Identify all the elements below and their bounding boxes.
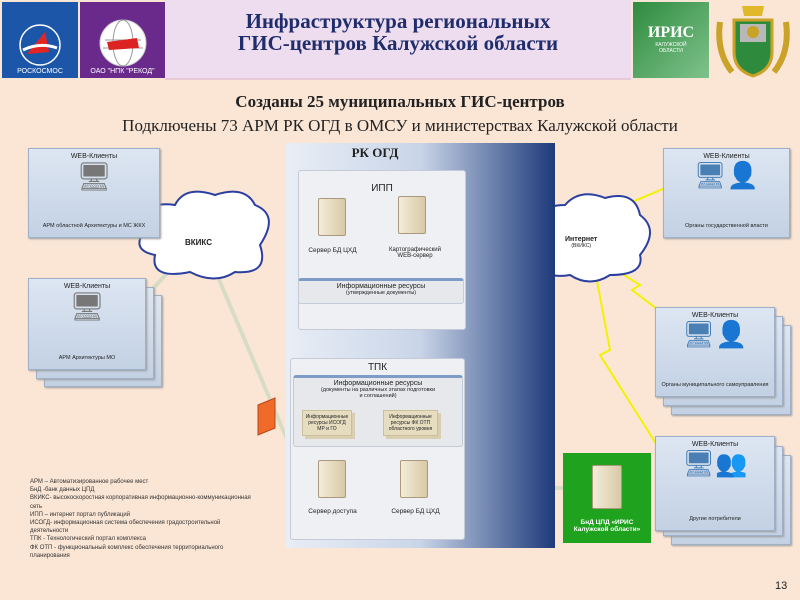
internet-sub: (ВКИКС) bbox=[571, 243, 591, 249]
client-state-authorities: WEB-Клиенты 🖥👤 Органы государственной вл… bbox=[663, 148, 790, 238]
client-title: WEB-Клиенты bbox=[70, 153, 118, 160]
legend: АРМ – Автоматизированное рабочее мест Бн… bbox=[30, 478, 260, 560]
legend-item: БнД -банк данных ЦПД bbox=[30, 487, 95, 494]
client-label: АРМ Архитектуры МО bbox=[58, 355, 116, 361]
db-server-icon bbox=[318, 198, 346, 236]
tpk-db-server-label: Сервер БД ЦХД bbox=[391, 508, 440, 515]
legend-item: ФК ОТП - функциональный комплекс обеспеч… bbox=[30, 544, 224, 559]
client-title: WEB-Клиенты bbox=[63, 283, 111, 290]
bnd-iris-box: БнД ЦПД «ИРИС Калужской области» bbox=[563, 453, 651, 543]
client-title: WEB-Клиенты bbox=[691, 312, 739, 319]
ipp-title: ИПП bbox=[371, 183, 393, 194]
legend-item: ТПК - Технологический портал комплекса bbox=[30, 536, 147, 543]
client-title: WEB-Клиенты bbox=[703, 153, 750, 160]
iris-logo: ИРИС КАЛУЖСКОЙ ОБЛАСТИ bbox=[633, 2, 709, 78]
client-label: Органы муниципального самоуправления bbox=[661, 382, 769, 388]
title-line-1: Инфраструктура региональных bbox=[245, 9, 551, 33]
web-server-icon bbox=[398, 196, 426, 234]
legend-item: АРМ – Автоматизированное рабочее мест bbox=[30, 479, 149, 485]
computer-user-icon: 🖥👤 bbox=[693, 160, 760, 190]
client-municipal-architecture: WEB-Клиенты 🖥 АРМ Архитектуры МО bbox=[28, 278, 146, 370]
subtitle-arm-connected: Подключены 73 АРМ РК ОГД в ОМСУ и минист… bbox=[122, 116, 678, 135]
fk-otp-resources: Информационные ресурсы ФК ОТП областного… bbox=[383, 410, 438, 436]
rekod-logo: ОАО "НПК "РЕКОД" bbox=[80, 2, 165, 78]
computer-icon: 🖥 bbox=[69, 291, 105, 322]
client-label: Другие потребители bbox=[689, 516, 741, 522]
title-band bbox=[165, 0, 631, 80]
bnd-server-icon bbox=[592, 465, 622, 509]
ipp-resources-title: Информационные ресурсы bbox=[336, 283, 426, 290]
client-other-consumers: WEB-Клиенты 🖥👥 Другие потребители bbox=[655, 436, 775, 531]
access-server-icon bbox=[318, 460, 346, 498]
iris-logo-sub: КАЛУЖСКОЙ ОБЛАСТИ bbox=[655, 42, 687, 54]
internet-title: Интернет bbox=[565, 236, 598, 243]
client-label: Органы государственной власти bbox=[685, 223, 768, 229]
page-number: 13 bbox=[775, 580, 788, 592]
client-municipal-government: WEB-Клиенты 🖥👤 Органы муниципального сам… bbox=[655, 307, 775, 397]
rk-ogd-title: РК ОГД bbox=[351, 145, 399, 160]
lightning-link bbox=[594, 269, 661, 451]
legend-item: ВКИКС- высокоскоростная корпоративная ин… bbox=[30, 495, 251, 510]
client-title: WEB-Клиенты bbox=[691, 441, 739, 448]
roscosmos-logo: РОСКОСМОС bbox=[2, 2, 78, 78]
roscosmos-emblem-icon bbox=[19, 24, 61, 66]
legend-item: ИПП – интернет портал публикаций bbox=[30, 511, 131, 518]
iris-logo-text: ИРИС bbox=[647, 24, 695, 41]
vkiks-label: ВКИКС bbox=[185, 238, 212, 247]
computer-users-icon: 🖥👥 bbox=[682, 448, 748, 478]
access-server-label: Сервер доступа bbox=[308, 508, 357, 515]
ipp-server-db-label: Сервер БД ЦХД bbox=[308, 247, 357, 254]
ipp-web-server-label: Картографический WEB-сервер bbox=[389, 247, 441, 259]
bnd-label: БнД ЦПД «ИРИС Калужской области» bbox=[573, 519, 641, 533]
isogd-resources: Информационные ресурсы ИСОГД МР и ГО bbox=[302, 410, 352, 436]
client-regional-architecture: WEB-Клиенты 🖥 АРМ областной Архитектуры … bbox=[28, 148, 160, 238]
title-line-2: ГИС-центров Калужской области bbox=[237, 31, 559, 55]
legend-item: ИСОГД- информационная система обеспечени… bbox=[30, 520, 221, 535]
page-title: Инфраструктура региональных ГИС-центров … bbox=[165, 10, 631, 54]
computer-icon: 🖥 bbox=[76, 161, 112, 192]
coat-of-arms-icon bbox=[712, 2, 794, 80]
ipp-resources: Информационные ресурсы (утвержденные док… bbox=[298, 278, 464, 304]
client-label: АРМ областной Архитектуры и МС ЖКХ bbox=[42, 223, 146, 229]
internet-label: Интернет (ВКИКС) bbox=[565, 236, 597, 249]
computer-user-icon: 🖥👤 bbox=[682, 319, 748, 349]
cloud-vkiks bbox=[138, 190, 270, 280]
globe-icon bbox=[99, 19, 146, 67]
ipp-resources-sub: (утвержденные документы) bbox=[345, 290, 417, 296]
tpk-resources-sub: (документы на различных этапах подготовк… bbox=[320, 387, 436, 399]
tpk-title: ТПК bbox=[367, 362, 388, 373]
subtitle-gis-centers: Созданы 25 муниципальных ГИС-центров bbox=[235, 92, 565, 111]
tpk-db-server-icon bbox=[400, 460, 428, 498]
tpk-resources-title: Информационные ресурсы bbox=[333, 380, 423, 387]
